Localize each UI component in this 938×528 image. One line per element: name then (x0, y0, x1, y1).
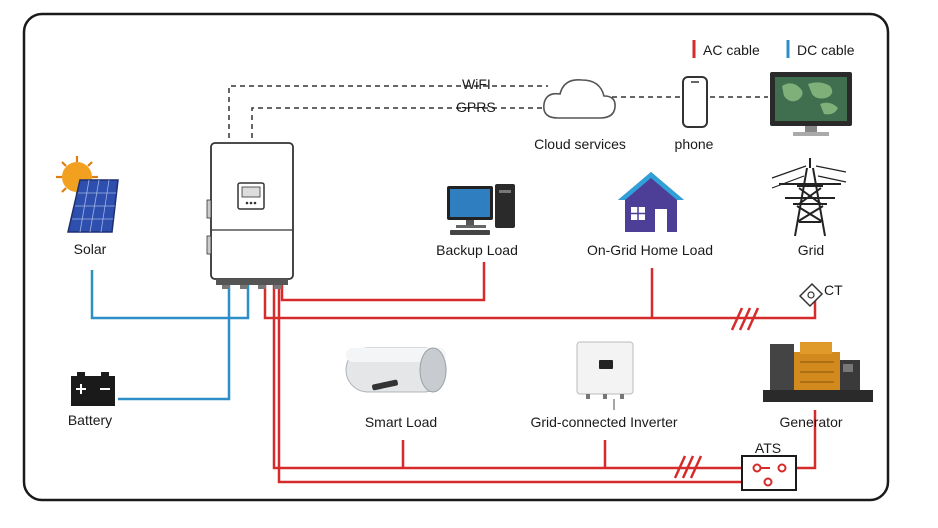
battery-label: Battery (67, 412, 113, 428)
gprs-label: GPRS (456, 99, 496, 115)
battery-icon (71, 372, 115, 406)
power-tower-icon (771, 158, 847, 237)
cloud-services-label: Cloud services (534, 136, 626, 152)
ac-cables (263, 262, 817, 484)
phone-label: phone (674, 136, 714, 152)
ct-icon (798, 282, 824, 308)
generator-cable (790, 410, 817, 470)
backup-load-label: Backup Load (436, 242, 518, 258)
wifi-line (228, 85, 548, 138)
grid-label: Grid (797, 242, 825, 258)
home-load-label: On-Grid Home Load (586, 242, 714, 258)
dc-legend-label: DC cable (797, 42, 855, 58)
generator-icon (763, 342, 873, 402)
cloud-icon (542, 78, 616, 119)
dc-cables (90, 270, 250, 401)
smart-load-bus (272, 284, 748, 470)
gprs-line (251, 107, 548, 138)
inverter-icon (206, 142, 294, 289)
grid-cable (263, 284, 817, 320)
monitor-icon (770, 72, 852, 136)
computer-icon (447, 184, 515, 235)
wifi-label: WiFI (462, 76, 491, 92)
ac-legend-label: AC cable (703, 42, 760, 58)
battery-dc-cable (118, 284, 231, 401)
solar-dc-cable (90, 270, 250, 320)
smart-load-label: Smart Load (364, 414, 438, 430)
ct-label: CT (824, 282, 843, 298)
phone-icon (682, 76, 708, 128)
comm-lines (228, 85, 768, 138)
diagram-frame (22, 12, 890, 502)
ats-feed-cable (277, 284, 748, 484)
ats-label: ATS (754, 440, 782, 456)
water-heater-icon (345, 347, 447, 393)
backup-load-cable (280, 262, 486, 302)
home-icon (618, 172, 684, 232)
generator-label: Generator (779, 414, 843, 430)
solar-label: Solar (73, 241, 107, 257)
grid-inverter-icon (576, 341, 634, 410)
grid-inverter-label: Grid-connected Inverter (530, 414, 678, 430)
solar-panel-icon (56, 156, 119, 233)
ats-box (741, 455, 797, 491)
